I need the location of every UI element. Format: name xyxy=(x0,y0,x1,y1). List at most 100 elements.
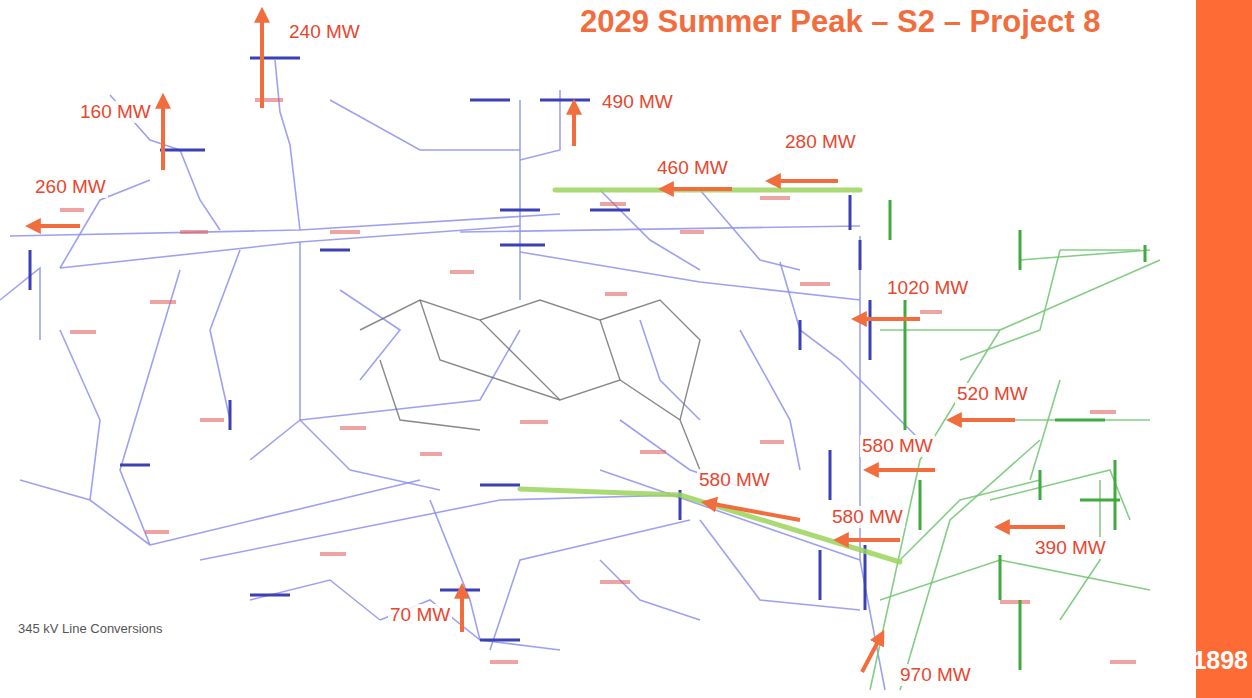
flow-label: 580 MW xyxy=(860,435,935,457)
network-stroke xyxy=(708,503,800,520)
network-stroke xyxy=(300,242,350,470)
network-stroke xyxy=(260,14,264,108)
network-stroke xyxy=(858,317,920,321)
network-stroke xyxy=(380,600,560,650)
network-stroke xyxy=(869,300,872,360)
network-stroke xyxy=(1055,419,1105,422)
network-stroke xyxy=(870,260,1160,690)
network-stroke xyxy=(999,555,1002,600)
network-stroke xyxy=(255,98,283,102)
network-stroke xyxy=(320,249,350,252)
network-stroke xyxy=(519,100,521,300)
network-stroke xyxy=(490,660,518,664)
network-stroke xyxy=(953,418,1015,422)
network-stroke xyxy=(849,195,852,230)
flow-label: 460 MW xyxy=(655,157,730,179)
network-stroke xyxy=(990,470,1130,520)
network-stroke xyxy=(180,150,220,230)
flow-label: 260 MW xyxy=(33,176,108,198)
flow-label: 520 MW xyxy=(955,383,1030,405)
network-stroke xyxy=(210,250,240,420)
flow-label: 160 MW xyxy=(78,101,153,123)
network-stroke xyxy=(900,480,1040,560)
slide-title: 2029 Summer Peak – S2 – Project 8 xyxy=(580,4,1100,40)
network-stroke xyxy=(740,330,800,470)
network-stroke xyxy=(70,330,96,334)
network-stroke xyxy=(420,300,560,400)
flow-label: 390 MW xyxy=(1033,537,1108,559)
network-stroke xyxy=(1090,410,1116,414)
network-stroke xyxy=(460,590,464,632)
network-stroke xyxy=(1019,230,1022,270)
network-stroke xyxy=(600,300,700,420)
network-stroke xyxy=(470,99,510,102)
network-stroke xyxy=(1019,600,1022,670)
network-stroke xyxy=(772,179,838,183)
network-stroke xyxy=(590,209,630,212)
network-stroke xyxy=(490,520,690,650)
network-stroke xyxy=(145,530,169,534)
flow-label: 70 MW xyxy=(388,604,452,626)
network-stroke xyxy=(60,330,100,500)
network-stroke xyxy=(250,420,300,460)
network-stroke xyxy=(460,226,860,232)
network-stroke xyxy=(180,230,208,234)
side-bar xyxy=(1196,0,1252,698)
network-stroke xyxy=(1000,419,1150,421)
network-stroke xyxy=(870,468,935,472)
network-stroke xyxy=(1030,380,1060,480)
network-stroke xyxy=(420,452,442,456)
network-stroke xyxy=(819,550,822,600)
network-stroke xyxy=(600,202,626,206)
network-stroke xyxy=(340,290,400,380)
network-stroke xyxy=(800,282,830,286)
network-stroke xyxy=(480,300,620,380)
network-stroke xyxy=(600,560,700,620)
network-stroke xyxy=(859,240,862,270)
network-stroke xyxy=(160,149,205,152)
network-stroke xyxy=(150,480,420,545)
network-stroke xyxy=(605,292,627,296)
network-stroke xyxy=(799,320,802,350)
network-stroke xyxy=(760,196,790,200)
network-stroke xyxy=(640,320,700,420)
network-stroke xyxy=(330,230,360,234)
network-stroke xyxy=(700,190,800,270)
flow-label: 490 MW xyxy=(600,91,675,113)
network-stroke xyxy=(480,639,520,642)
network-stroke xyxy=(829,450,832,500)
flow-arrows xyxy=(32,14,1065,672)
network-stroke xyxy=(665,187,732,191)
network-stroke xyxy=(860,385,885,690)
network-stroke xyxy=(555,188,860,193)
network-stroke xyxy=(250,594,290,597)
network-stroke xyxy=(10,214,560,236)
network-stroke xyxy=(250,57,300,60)
network-stroke xyxy=(250,580,380,620)
network-stroke xyxy=(840,538,900,542)
network-stroke xyxy=(700,520,860,610)
flow-label: 240 MW xyxy=(287,21,362,43)
network-stroke xyxy=(600,580,630,584)
network-stroke xyxy=(340,426,366,430)
network-stroke xyxy=(864,545,867,610)
network-stroke xyxy=(450,270,474,274)
network-stroke xyxy=(60,208,84,212)
network-stroke xyxy=(1144,245,1147,262)
flow-label: 280 MW xyxy=(783,131,858,153)
network-stroke xyxy=(919,480,922,530)
network-stroke xyxy=(500,209,540,212)
network-stroke xyxy=(540,99,590,102)
network-stroke xyxy=(572,106,576,146)
network-stroke xyxy=(360,300,700,470)
flow-label: 970 MW xyxy=(898,664,973,686)
network-stroke xyxy=(150,300,176,304)
blue-network xyxy=(0,60,920,690)
network-stroke xyxy=(320,552,346,556)
company-logo: 1898 xyxy=(1192,646,1248,675)
network-stroke xyxy=(120,270,180,545)
network-stroke xyxy=(330,100,520,150)
network-stroke xyxy=(60,226,520,268)
network-stroke xyxy=(1000,600,1030,604)
network-stroke xyxy=(200,495,680,560)
